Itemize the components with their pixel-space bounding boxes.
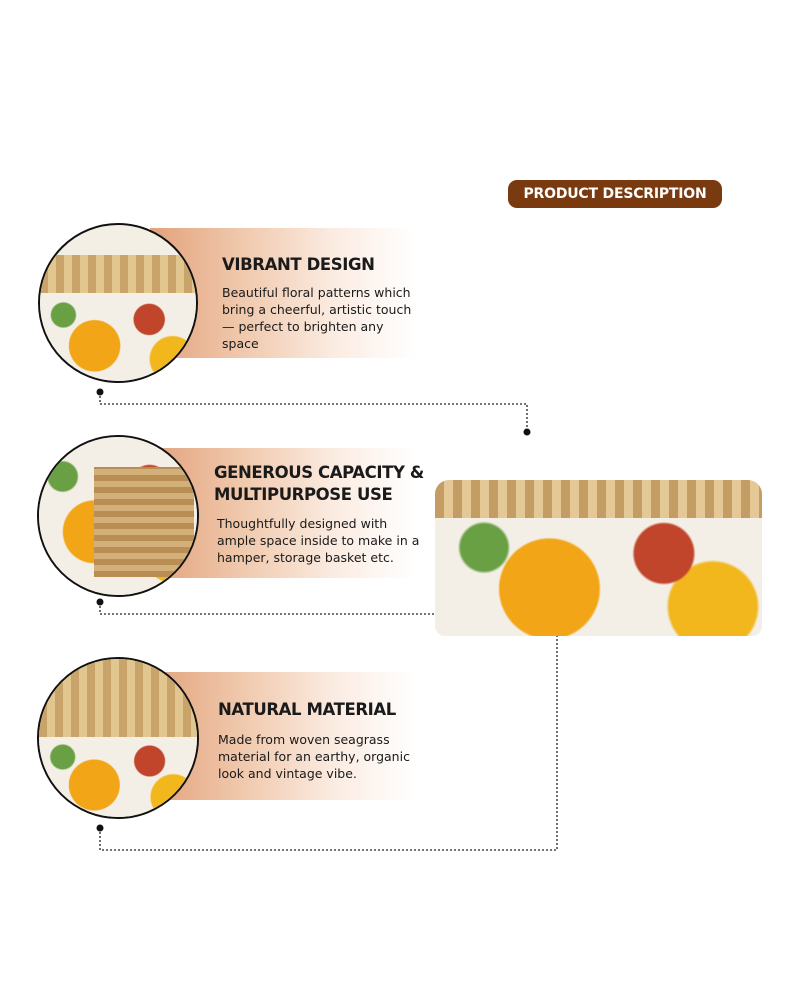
feature-description: Thoughtfully designed with ample space i… <box>217 516 420 565</box>
capacity-image <box>37 435 199 597</box>
connector-dot <box>523 428 531 436</box>
feature-title: NATURAL MATERIAL <box>218 700 396 719</box>
connector-dot <box>96 598 104 606</box>
natural-material-image <box>37 657 199 819</box>
feature-title: GENEROUS CAPACITY & MULTIPURPOSE USE <box>214 463 424 504</box>
product-description-badge: PRODUCT DESCRIPTION <box>508 180 722 208</box>
feature-description: Made from woven seagrass material for an… <box>218 732 410 781</box>
vibrant-design-image <box>38 223 198 383</box>
connector-dot <box>96 388 104 396</box>
basket-product-image <box>435 480 762 636</box>
connector-dot <box>96 824 104 832</box>
feature-title: VIBRANT DESIGN <box>222 255 375 274</box>
feature-description: Beautiful floral patterns which bring a … <box>222 285 412 351</box>
